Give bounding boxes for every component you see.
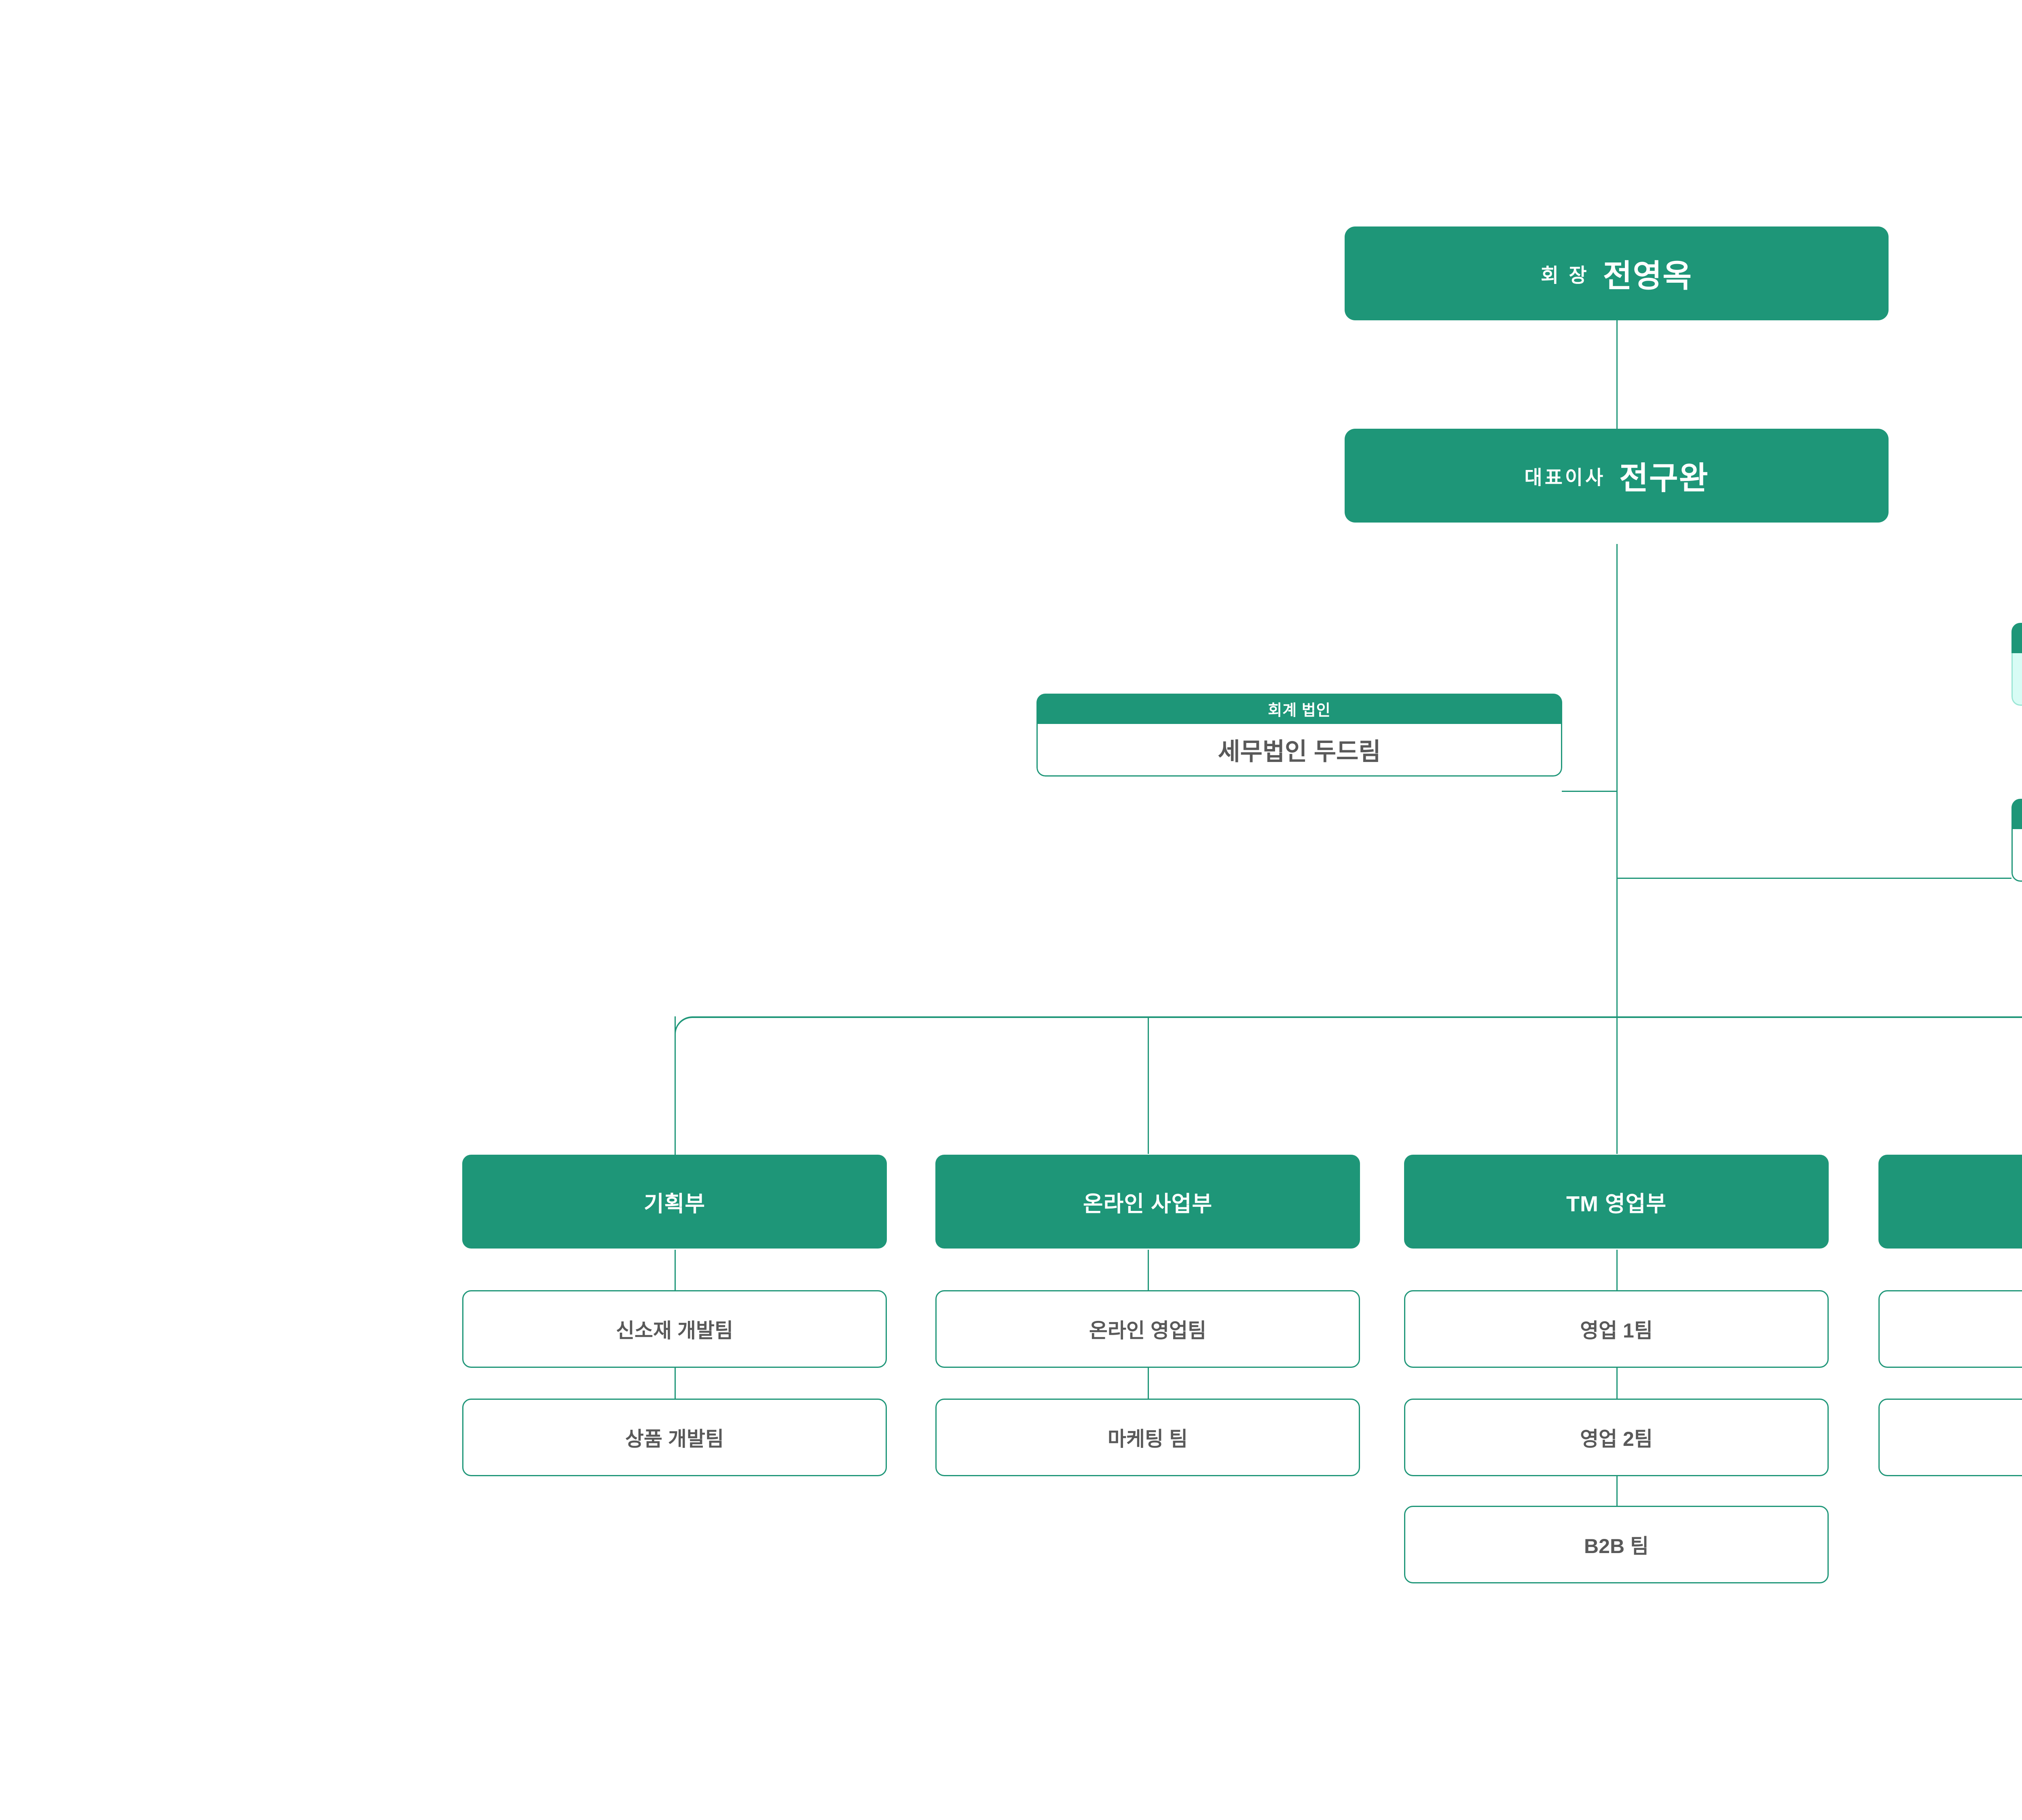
team-label-sales-2: 영업 2팀: [1580, 1428, 1653, 1450]
card-header-subsidiary-partner: 자회사 ADVERLISTING PARTNER: [2011, 799, 2022, 829]
team-box-b2b[interactable]: B2B 팀: [1404, 1506, 1829, 1583]
team-label-product-dev: 상품 개발팀: [625, 1428, 724, 1450]
card-header-accounting-firm: 회계 법인: [1036, 694, 1562, 724]
connector-spine-to-accounting-firm: [1562, 791, 1618, 792]
team-box-sales-2[interactable]: 영업 2팀: [1404, 1399, 1829, 1476]
card-body-research-partner: 경희대학교: [2011, 653, 2022, 706]
card-body-accounting-firm: 세무법인 두드림: [1036, 724, 1562, 777]
exec-box-ceo[interactable]: 대표이사 전구완: [1345, 429, 1889, 523]
connector-team-2-to-team-3-col-3: [1616, 1474, 1618, 1507]
dept-box-planning[interactable]: 기획부: [462, 1155, 887, 1249]
connector-bus-to-dept-3: [1616, 1016, 1618, 1154]
connector-ceo-spine: [1616, 544, 1618, 1018]
team-label-marketing: 마케팅 팀: [1108, 1428, 1188, 1450]
dept-label-online-business: 온라인 사업부: [1083, 1191, 1213, 1216]
team-box-admin[interactable]: 관리팀: [1878, 1399, 2022, 1476]
exec-box-chairman[interactable]: 회 장 전영옥: [1345, 226, 1889, 320]
team-box-online-sales[interactable]: 온라인 영업팀: [935, 1290, 1360, 1368]
team-label-new-material-dev: 신소재 개발팀: [616, 1319, 733, 1342]
department-distribution-bus: [675, 1016, 2022, 1162]
team-label-online-sales: 온라인 영업팀: [1089, 1319, 1206, 1342]
dept-box-accounting-admin[interactable]: 회계·관리부: [1878, 1155, 2022, 1249]
connector-team-1-to-team-2-col-1: [675, 1367, 676, 1399]
connector-team-1-to-team-2-col-2: [1148, 1367, 1149, 1399]
dept-label-planning: 기획부: [643, 1191, 706, 1216]
dept-box-online-business[interactable]: 온라인 사업부: [935, 1155, 1360, 1249]
card-accounting-firm[interactable]: 회계 법인 세무법인 두드림: [1036, 694, 1562, 777]
card-body-subsidiary-partner: 오투넷: [2011, 829, 2022, 882]
connector-spine-to-subsidiary: [1616, 878, 2011, 879]
exec-name-ceo: 전구완: [1619, 460, 1709, 496]
team-box-product-dev[interactable]: 상품 개발팀: [462, 1399, 887, 1476]
connector-chairman-to-ceo: [1616, 320, 1618, 431]
connector-bus-to-dept-2: [1148, 1016, 1149, 1154]
exec-name-chairman: 전영옥: [1603, 258, 1692, 294]
team-box-new-material-dev[interactable]: 신소재 개발팀: [462, 1290, 887, 1368]
dept-label-tm-sales: TM 영업부: [1566, 1191, 1667, 1216]
card-subsidiary-partner[interactable]: 자회사 ADVERLISTING PARTNER 오투넷: [2011, 799, 2022, 882]
connector-team-1-to-team-2-col-3: [1616, 1367, 1618, 1399]
team-box-sales-1[interactable]: 영업 1팀: [1404, 1290, 1829, 1368]
exec-title-chairman: 회 장: [1541, 265, 1589, 286]
connector-dept-2-to-team-1: [1148, 1250, 1149, 1290]
team-label-sales-1: 영업 1팀: [1580, 1319, 1653, 1342]
team-label-b2b: B2B 팀: [1584, 1535, 1649, 1558]
connector-dept-3-to-team-1: [1616, 1250, 1618, 1290]
team-box-accounting[interactable]: 회계팀: [1878, 1290, 2022, 1368]
dept-box-tm-sales[interactable]: TM 영업부: [1404, 1155, 1829, 1249]
card-header-research-partner: RESEARCH PARTNER: [2011, 623, 2022, 653]
exec-title-ceo: 대표이사: [1524, 467, 1606, 489]
connector-dept-1-to-team-1: [675, 1250, 676, 1290]
team-box-marketing[interactable]: 마케팅 팀: [935, 1399, 1360, 1476]
connector-bus-to-dept-1: [675, 1016, 676, 1154]
card-research-partner[interactable]: RESEARCH PARTNER 경희대학교: [2011, 623, 2022, 706]
